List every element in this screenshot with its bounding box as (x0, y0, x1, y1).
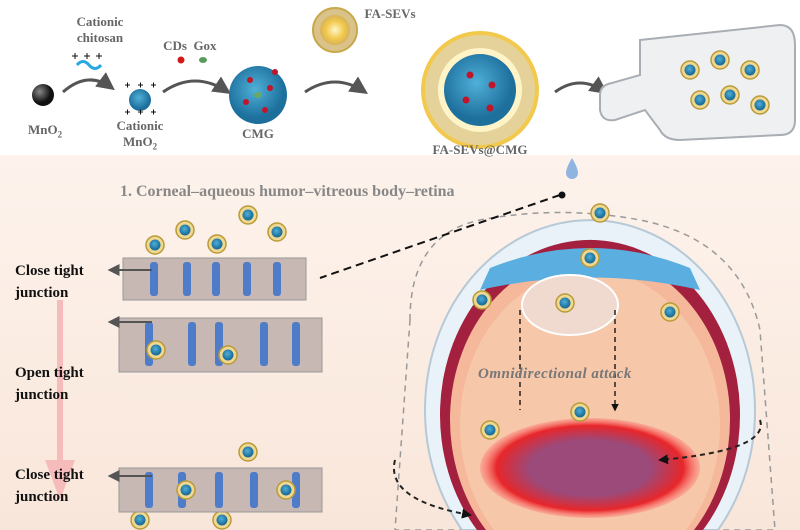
cds-label: CDs (163, 38, 187, 53)
cell-layer-closed-2 (118, 467, 323, 513)
cationic-mno2-line2: MnO (122, 134, 153, 149)
stage-2-line1: Open tight (15, 365, 84, 381)
chitosan-icon (75, 60, 103, 70)
zoom-link-line (319, 194, 561, 279)
stage-3-line1: Close tight (15, 467, 84, 483)
eye-drop-bottle-icon (599, 23, 796, 142)
omnidirectional-attack-label: Omnidirectional attack (478, 366, 632, 382)
positive-charge-icon (72, 53, 102, 59)
mno2-particle (32, 84, 54, 106)
cell-layer-open (118, 317, 323, 373)
stage-1-line1: Close tight (15, 263, 84, 279)
fa-sevs-cmg-label: FA-SEVs@CMG (432, 142, 528, 157)
cds-icon (177, 56, 185, 64)
mno2-text: MnO (27, 122, 58, 137)
mno2-label: MnO2 (20, 122, 70, 143)
cmg-particle (229, 66, 287, 124)
junction-stage-3: Close tight junction (15, 464, 84, 508)
stage-3-line2: junction (15, 489, 69, 505)
progression-arrow (45, 460, 75, 500)
gox-icon (199, 57, 207, 63)
stage-1-line2: junction (15, 285, 69, 301)
cmg-label: CMG (242, 126, 274, 141)
arrow-step2 (162, 76, 231, 94)
mno2-sub: 2 (57, 129, 63, 140)
cationic-mno2-sub: 2 (152, 141, 158, 152)
eye-cross-section (392, 211, 776, 530)
pathway-title: 1. Corneal–aqueous humor–vitreous body–r… (120, 183, 455, 200)
positive-charge-icon (125, 82, 156, 115)
chitosan-label: Cationic chitosan (76, 14, 124, 45)
stage-2-line2: junction (15, 387, 69, 403)
gox-label: Gox (193, 38, 217, 53)
fa-sevs-cmg-particle (421, 31, 539, 149)
fa-sevs-label: FA-SEVs (364, 6, 416, 21)
tumor-region (480, 418, 700, 518)
cationic-mno2-line1: Cationic (116, 118, 164, 133)
arrow-step4 (554, 76, 608, 95)
arrow-step1 (62, 72, 115, 94)
fa-sevs-vesicle (312, 7, 358, 53)
arrow-step3 (304, 76, 368, 94)
junction-stage-2: Open tight junction (15, 362, 84, 406)
cell-layer-closed-1 (122, 257, 307, 301)
cationic-mno2-particle (129, 89, 151, 111)
junction-stage-1: Close tight junction (15, 260, 84, 304)
drop-icon (566, 158, 578, 179)
